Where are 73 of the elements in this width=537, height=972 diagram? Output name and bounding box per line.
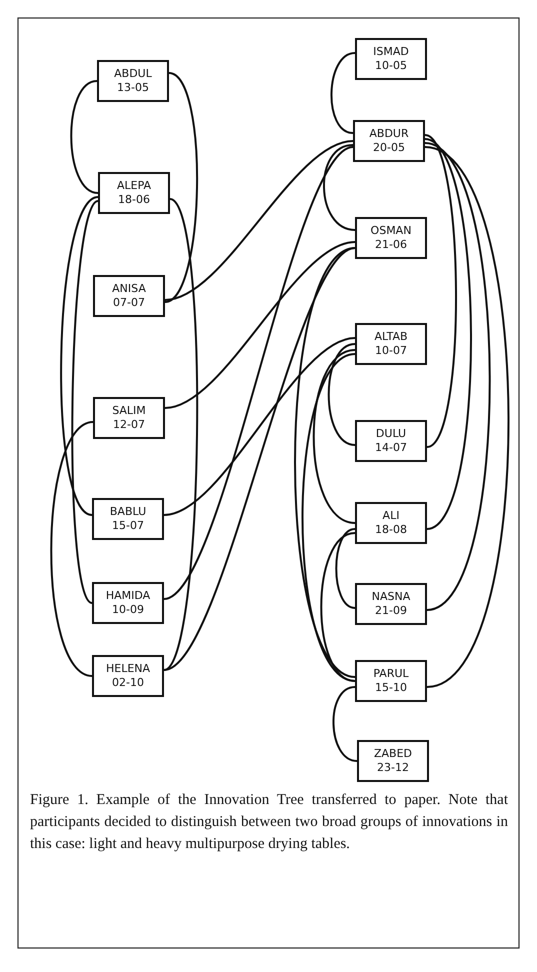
date-text: 21-09 bbox=[375, 604, 407, 618]
connector-line bbox=[328, 343, 356, 446]
connector-line bbox=[70, 80, 98, 194]
person-name: NASNA bbox=[372, 590, 410, 604]
connector-line bbox=[164, 241, 356, 409]
person-name: BABLU bbox=[110, 505, 146, 519]
name-date-box bbox=[355, 583, 427, 625]
connector-line bbox=[50, 421, 94, 677]
name-date-box bbox=[98, 172, 170, 214]
name-date-box bbox=[355, 323, 427, 365]
name-date-box bbox=[355, 38, 427, 80]
name-date-box bbox=[355, 217, 427, 259]
person-name: ISMAD bbox=[373, 45, 409, 59]
name-date-box bbox=[97, 60, 169, 102]
name-date-box bbox=[353, 120, 425, 162]
date-text: 20-05 bbox=[373, 141, 405, 155]
figure-caption: Figure 1. Example of the Innovation Tree transferred to paper. Note that participants decided to distinguish between two broad groups of innovations in this case: light and heavy multipurpose drying tables. bbox=[30, 791, 508, 854]
date-text: 07-07 bbox=[113, 296, 145, 310]
connector-line bbox=[164, 140, 354, 301]
name-date-box bbox=[355, 502, 427, 544]
connector-line bbox=[71, 200, 99, 604]
connector-line bbox=[320, 532, 356, 682]
name-date-box bbox=[357, 740, 429, 782]
person-name: DULU bbox=[376, 427, 406, 441]
connector-line bbox=[60, 196, 99, 516]
connector-line bbox=[323, 144, 356, 231]
person-name: ZABED bbox=[374, 747, 412, 761]
connector-line bbox=[163, 198, 198, 671]
name-date-box bbox=[355, 420, 427, 462]
connector-line bbox=[312, 349, 356, 524]
connector-line bbox=[302, 353, 356, 682]
date-text: 10-07 bbox=[375, 344, 407, 358]
person-name: ALTAB bbox=[374, 330, 408, 344]
person-name: HAMIDA bbox=[106, 589, 150, 603]
date-text: 13-05 bbox=[117, 81, 149, 95]
person-name: ALEPA bbox=[116, 179, 152, 193]
connector-line bbox=[424, 146, 510, 688]
date-text: 02-10 bbox=[112, 676, 144, 690]
date-text: 23-12 bbox=[377, 761, 409, 775]
person-name: PARUL bbox=[373, 667, 409, 681]
connector-line bbox=[164, 337, 356, 516]
connector-line bbox=[164, 247, 356, 671]
date-text: 18-06 bbox=[118, 193, 150, 207]
date-text: 18-08 bbox=[375, 523, 407, 537]
name-date-box bbox=[93, 275, 165, 317]
connector-line bbox=[332, 686, 358, 762]
connector-line bbox=[424, 142, 491, 611]
connector-line bbox=[330, 52, 356, 134]
person-name: HELENA bbox=[106, 662, 150, 676]
name-date-box bbox=[93, 397, 165, 439]
date-text: 21-06 bbox=[375, 238, 407, 252]
date-text: 14-07 bbox=[375, 441, 407, 455]
person-name: ANISA bbox=[112, 282, 146, 296]
date-text: 15-10 bbox=[375, 681, 407, 695]
name-date-box bbox=[92, 582, 164, 624]
connector-line bbox=[294, 247, 356, 678]
connector-line bbox=[335, 528, 356, 609]
date-text: 15-07 bbox=[112, 519, 144, 533]
person-name: SALIM bbox=[112, 404, 146, 418]
connector-line bbox=[164, 72, 198, 303]
person-name: ABDUL bbox=[114, 67, 152, 81]
person-name: OSMAN bbox=[370, 224, 412, 238]
person-name: ALI bbox=[382, 509, 400, 523]
name-date-box bbox=[92, 655, 164, 697]
date-text: 12-07 bbox=[113, 418, 145, 432]
date-text: 10-09 bbox=[112, 603, 144, 617]
connector-line bbox=[424, 134, 457, 448]
connector-line bbox=[164, 146, 354, 600]
date-text: 10-05 bbox=[375, 59, 407, 73]
name-date-box bbox=[92, 498, 164, 540]
connector-line bbox=[424, 138, 472, 530]
name-date-box bbox=[355, 660, 427, 702]
person-name: ABDUR bbox=[369, 127, 409, 141]
